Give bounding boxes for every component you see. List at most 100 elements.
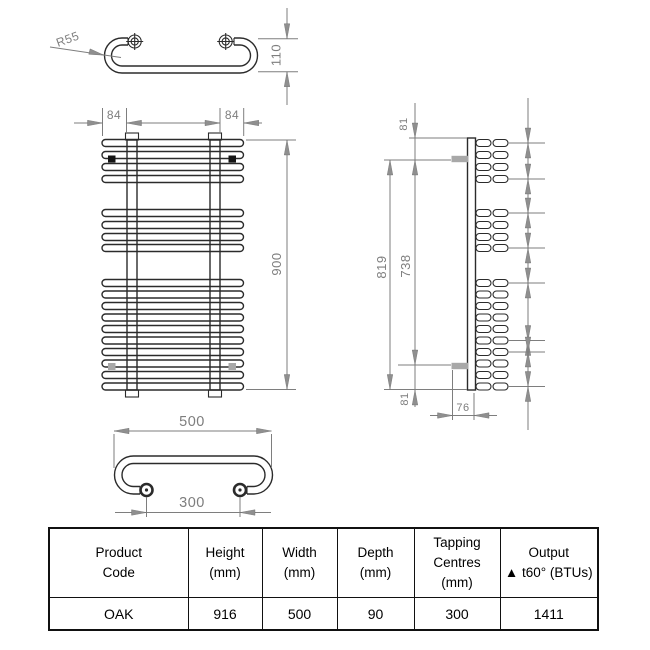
towel-rail-end xyxy=(475,174,492,184)
towel-rail-end xyxy=(475,359,492,368)
towel-rail-end xyxy=(492,174,509,184)
spec-header-tapping-centres: Tapping Centres (mm) xyxy=(413,527,501,598)
front-rails xyxy=(101,138,245,391)
towel-rail xyxy=(101,278,245,288)
towel-rail xyxy=(101,162,245,172)
header-line: Product xyxy=(95,545,143,560)
towel-rail-end xyxy=(475,150,492,160)
towel-rail-end xyxy=(492,243,509,253)
tapping-fitting-icon xyxy=(232,482,248,498)
front-view-drawing: 84 84 900 xyxy=(74,108,296,398)
header-line: Depth xyxy=(357,545,394,560)
towel-rail-end xyxy=(475,232,492,242)
dim-tapping-centres: 300 xyxy=(179,495,205,511)
top-view-drawing: R55 110 xyxy=(49,8,298,105)
towel-rail xyxy=(101,208,245,218)
towel-rail-end xyxy=(475,243,492,253)
dim-depth: 110 xyxy=(268,44,283,66)
header-line: ▲ t60° (BTUs) xyxy=(504,565,593,580)
towel-rail-end xyxy=(492,290,509,299)
dim-left-offset: 84 xyxy=(107,108,121,122)
towel-rail xyxy=(101,382,245,391)
bottom-view-drawing: 500 300 xyxy=(113,414,274,517)
towel-rail-end xyxy=(475,301,492,311)
dim-height: 900 xyxy=(269,252,284,275)
towel-rail-end xyxy=(475,138,492,148)
spec-header-depth: Depth (mm) xyxy=(336,527,415,598)
towel-rail xyxy=(101,243,245,253)
wall-bracket xyxy=(108,363,116,370)
towel-rail-end xyxy=(492,301,509,311)
towel-rail xyxy=(101,359,245,368)
towel-rail-end xyxy=(475,313,492,322)
towel-rail-end xyxy=(492,232,509,242)
spec-value-product-code: OAK xyxy=(48,597,189,631)
spec-header-product-code: Product Code xyxy=(48,527,189,598)
towel-rail-end xyxy=(475,370,492,380)
towel-rail xyxy=(101,138,245,148)
towel-rail xyxy=(101,150,245,160)
dim-bracket-centres: 738 xyxy=(398,254,413,277)
dim-bracket-depth: 76 xyxy=(456,402,469,414)
towel-rail-end xyxy=(492,370,509,380)
side-rails xyxy=(475,138,509,391)
spec-header-output: Output ▲ t60° (BTUs) xyxy=(499,527,599,598)
tapping-fitting-icon xyxy=(126,33,144,50)
towel-rail xyxy=(101,347,245,357)
spec-value-height: 916 xyxy=(187,597,263,631)
towel-rail-end xyxy=(492,324,509,334)
towel-rail xyxy=(101,232,245,242)
towel-rail-end xyxy=(492,150,509,160)
header-line: Height xyxy=(205,545,245,560)
towel-rail xyxy=(101,313,245,322)
towel-rail-end xyxy=(492,382,509,391)
spec-value-width: 500 xyxy=(261,597,338,631)
dim-width: 500 xyxy=(179,414,205,430)
towel-rail-end xyxy=(492,138,509,148)
header-line: Output xyxy=(528,545,570,560)
towel-rail-end xyxy=(492,208,509,218)
dim-radius-label: R55 xyxy=(54,29,81,50)
towel-rail-end xyxy=(492,359,509,368)
towel-rail-end xyxy=(492,336,509,345)
dim-bottom-offset: 81 xyxy=(399,392,411,405)
wall-bracket-side xyxy=(451,155,468,163)
spec-value-output: 1411 xyxy=(499,597,599,631)
towel-rail-end xyxy=(475,336,492,345)
towel-rail-end xyxy=(475,162,492,172)
wall-bracket xyxy=(108,155,116,163)
header-line: Tapping xyxy=(433,535,481,550)
towel-rail xyxy=(101,220,245,230)
spec-value-depth: 90 xyxy=(336,597,415,631)
towel-rail xyxy=(101,324,245,334)
towel-rail-end xyxy=(492,220,509,230)
dim-top-offset: 81 xyxy=(398,117,410,130)
radiator-drawing: R55 110 84 84 xyxy=(49,8,545,517)
towel-rail-end xyxy=(492,162,509,172)
spec-header-width: Width (mm) xyxy=(261,527,338,598)
towel-rail-end xyxy=(475,324,492,334)
wall-bracket xyxy=(228,155,236,163)
towel-rail-end xyxy=(475,347,492,357)
spec-header-height: Height (mm) xyxy=(187,527,263,598)
towel-rail xyxy=(101,370,245,380)
header-line: (mm) xyxy=(441,575,473,590)
towel-rail-end xyxy=(475,290,492,299)
dim-side-overall: 819 xyxy=(374,255,389,278)
header-line: Code xyxy=(102,565,135,580)
towel-rail-end xyxy=(492,278,509,288)
spec-value-tapping-centres: 300 xyxy=(413,597,501,631)
towel-rail-end xyxy=(492,347,509,357)
towel-rail-end xyxy=(475,208,492,218)
rail-spacing-chain-dimension xyxy=(508,98,545,430)
header-line: Centres xyxy=(433,555,481,570)
dim-right-offset: 84 xyxy=(225,108,239,122)
spec-table: Product Code Height (mm) Width (mm) Dept… xyxy=(48,527,599,631)
towel-rail xyxy=(101,290,245,299)
tapping-fitting-icon xyxy=(217,33,235,50)
wall-bracket xyxy=(228,363,236,370)
wall-bracket-side xyxy=(451,362,468,370)
header-line: Width xyxy=(282,545,317,560)
towel-rail xyxy=(101,174,245,184)
